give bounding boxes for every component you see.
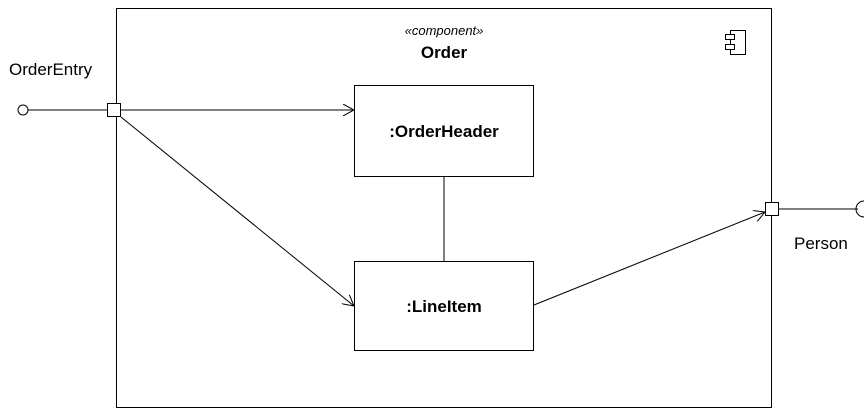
part-lineitem-label: :LineItem <box>406 297 482 316</box>
orderentry-label: OrderEntry <box>9 60 93 79</box>
orderentry-port[interactable] <box>107 103 121 117</box>
orderentry-lollipop-icon <box>17 104 29 116</box>
component-icon <box>725 30 746 55</box>
person-port[interactable] <box>765 202 779 216</box>
component-stereotype: «component» <box>405 23 484 38</box>
person-label: Person <box>794 234 848 253</box>
part-orderheader-label: :OrderHeader <box>389 122 499 141</box>
connector-orderentry-to-lineitem <box>120 116 354 306</box>
component-name: Order <box>421 43 468 62</box>
connector-lineitem-to-person <box>533 212 765 306</box>
part-lineitem[interactable] <box>354 261 534 351</box>
part-orderheader[interactable] <box>354 85 534 177</box>
person-socket-icon <box>855 200 864 218</box>
